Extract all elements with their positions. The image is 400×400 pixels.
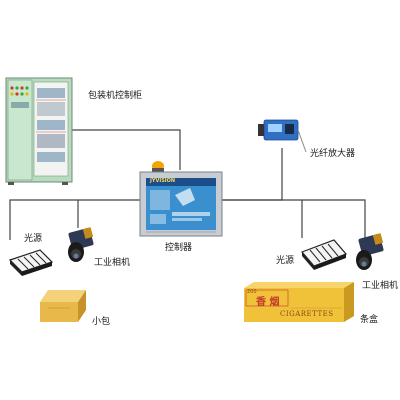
camera-right-label: 工业相机 (362, 281, 399, 291)
carton-brand-en: CIGARETTES (280, 310, 334, 318)
cabinet-label: 包装机控制柜 (88, 91, 143, 101)
connection-lines (9, 129, 366, 240)
camera-left-device (68, 227, 94, 262)
screen-banner-text: JYVISION (150, 178, 176, 184)
small-pack-device (40, 290, 86, 322)
line-right-branch (222, 199, 366, 238)
light-source-left-label: 光源 (24, 234, 43, 244)
amplifier-label: 光纤放大器 (310, 149, 356, 159)
light-source-left-device (8, 249, 54, 276)
warning-light (152, 161, 164, 172)
light-source-right-device (300, 239, 348, 270)
line-left-branch (9, 199, 140, 240)
carton-brand-cn: 香 烟 (256, 297, 280, 308)
carton-count-text: 200 (247, 289, 257, 295)
camera-right-device (356, 233, 384, 270)
line-cabinet-controller (72, 129, 181, 170)
small-pack-label: 小包 (92, 317, 111, 327)
fiber-amplifier (258, 119, 307, 153)
controller-screen (139, 171, 223, 237)
controller-label: 控制器 (165, 243, 193, 253)
light-source-right-label: 光源 (276, 256, 295, 266)
cigarette-carton-device (244, 282, 354, 322)
camera-left-label: 工业相机 (94, 258, 131, 268)
line-amplifier-controller (222, 148, 283, 201)
carton-label: 条盒 (360, 315, 379, 325)
control-cabinet (5, 77, 73, 185)
